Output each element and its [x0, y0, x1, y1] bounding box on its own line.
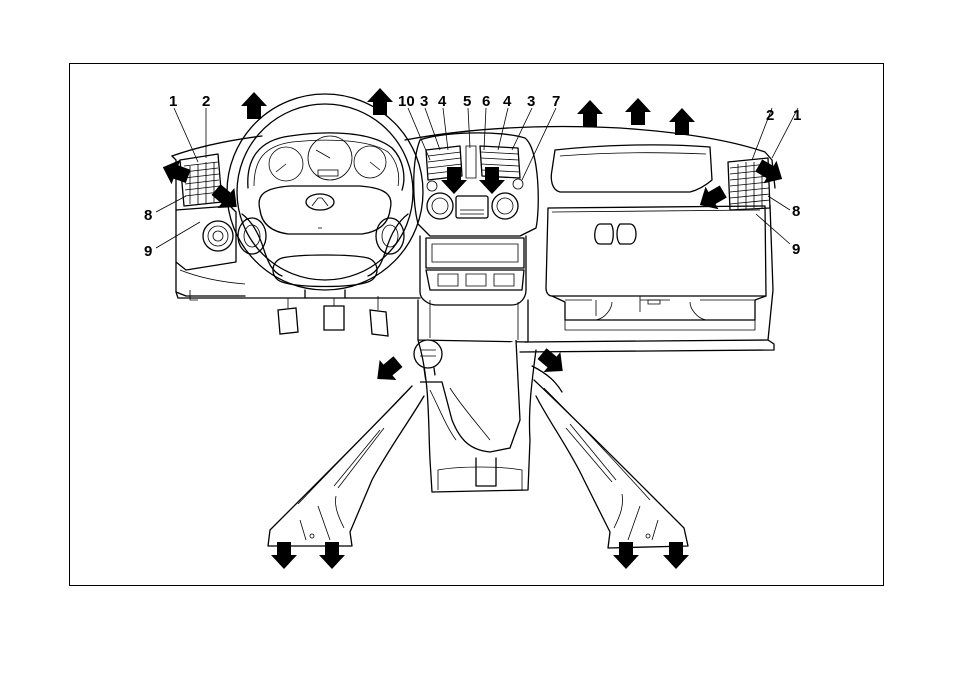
label-5: 5	[463, 93, 471, 110]
airflow-arrow-icon	[577, 100, 603, 127]
label-2-left: 2	[202, 93, 210, 110]
steering-wheel-icon	[227, 94, 423, 298]
airflow-arrow-icon	[369, 352, 406, 389]
airflow-arrows	[158, 88, 788, 569]
pedals	[278, 296, 388, 336]
label-4-left: 4	[438, 93, 447, 110]
airflow-arrow-icon	[441, 167, 467, 194]
label-3-left: 3	[420, 93, 428, 110]
floor-duct-left	[268, 386, 424, 546]
floor-duct-right	[532, 366, 688, 548]
label-8-right: 8	[792, 203, 800, 220]
center-console	[414, 133, 539, 342]
label-9-right: 9	[792, 241, 800, 258]
gear-lever-icon	[414, 340, 520, 452]
airflow-arrow-icon	[625, 98, 651, 125]
label-9-left: 9	[144, 243, 152, 260]
label-6: 6	[482, 93, 490, 110]
leader-lines	[156, 108, 798, 248]
airflow-arrow-icon	[613, 542, 639, 569]
label-8-left: 8	[144, 207, 152, 224]
label-1-left: 1	[169, 93, 177, 110]
airflow-arrow-icon	[669, 108, 695, 135]
dashboard-panel	[172, 127, 775, 353]
instrument-cluster	[248, 133, 404, 190]
label-10: 10	[398, 93, 415, 110]
airflow-arrow-icon	[367, 88, 393, 115]
label-2-right: 2	[766, 107, 774, 124]
label-3-right: 3	[527, 93, 535, 110]
label-1-right: 1	[793, 107, 801, 124]
airflow-arrow-icon	[534, 344, 571, 381]
label-4-right: 4	[503, 93, 512, 110]
label-7: 7	[552, 93, 560, 110]
airflow-arrow-icon	[241, 92, 267, 119]
callout-labels: 1 2 10 3 4 5 6 4 3 7 2 1 8 9 8 9	[144, 93, 801, 260]
